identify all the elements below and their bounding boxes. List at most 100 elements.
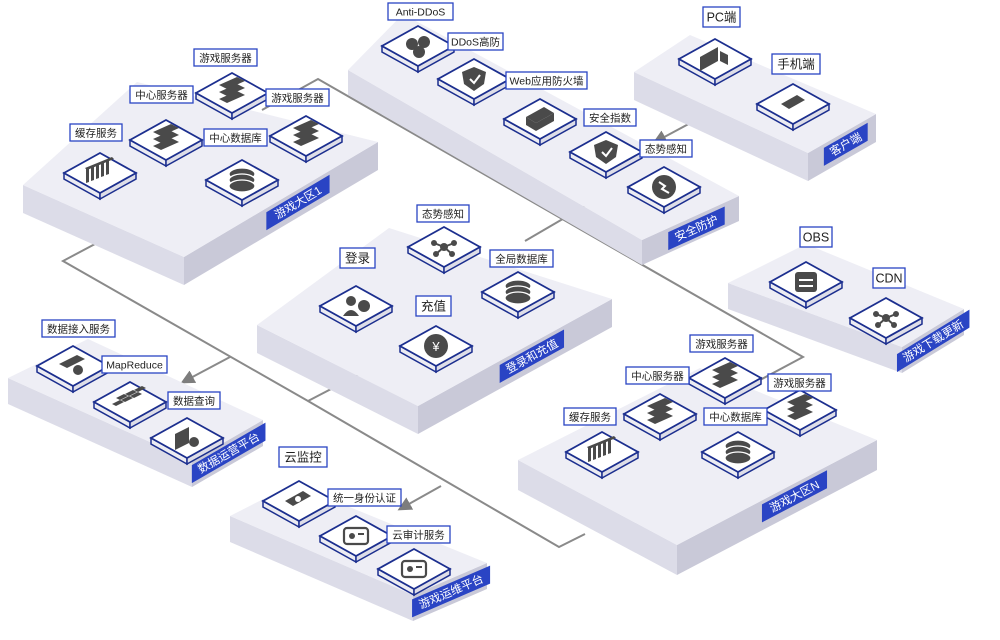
node-devops-iam[interactable]: 统一身份认证 <box>318 488 402 564</box>
node-label-box <box>203 128 268 147</box>
server-icon <box>219 77 245 103</box>
node-label-box <box>339 247 376 269</box>
node-label-box <box>69 123 123 142</box>
node-download-obs[interactable]: OBS <box>768 226 844 310</box>
node-label-box <box>416 204 470 223</box>
node-label: 安全指数 <box>589 111 631 124</box>
node-zone1-game-a[interactable]: 游戏服务器 <box>193 48 270 121</box>
node-label-box <box>799 226 833 248</box>
shield-cluster-icon <box>406 36 430 58</box>
node-label-box <box>639 139 693 158</box>
platform-title-tag <box>761 470 828 523</box>
node-label-box <box>167 391 221 410</box>
node-label: 态势感知 <box>645 142 687 155</box>
node-client-mobile[interactable]: 手机端 <box>755 53 831 132</box>
node-label: 态势感知 <box>422 207 464 220</box>
server-icon <box>647 398 673 424</box>
node-label: 数据接入服务 <box>47 322 110 335</box>
platform-side-left <box>728 283 902 373</box>
node-security-situation[interactable]: 态势感知 <box>626 139 702 215</box>
platform-top <box>257 228 612 406</box>
platform-side-left <box>348 70 642 265</box>
node-label-box <box>625 366 690 385</box>
node-label-box <box>327 488 402 507</box>
node-label: 缓存服务 <box>569 410 611 423</box>
node-data-ops-query[interactable]: 数据查询 <box>149 391 225 466</box>
node-label-box <box>387 2 454 21</box>
node-devops-audit[interactable]: 云审计服务 <box>376 525 452 597</box>
network-icon <box>873 311 899 328</box>
node-label: OBS <box>803 231 829 245</box>
bars-icon <box>85 157 114 183</box>
grid-icon <box>112 386 146 406</box>
shield-icon <box>462 67 486 91</box>
node-client-pc[interactable]: PC端 <box>677 6 753 87</box>
node-label: 数据查询 <box>173 394 215 407</box>
node-label-box <box>415 295 452 317</box>
node-zoneN-cache[interactable]: 缓存服务 <box>563 407 640 480</box>
server-icon <box>153 124 179 150</box>
svg-text:¥: ¥ <box>431 339 440 354</box>
radar-icon <box>652 175 676 199</box>
tiles-layer: 缓存服务中心服务器游戏服务器游戏服务器中心数据库Anti-DDoSDDoS高防W… <box>35 2 924 597</box>
node-label-box <box>505 71 588 90</box>
phone-icon <box>781 95 805 109</box>
node-download-cdn[interactable]: CDN <box>848 267 924 346</box>
node-label: PC端 <box>707 11 737 25</box>
node-label: Web应用防火墙 <box>510 74 584 87</box>
node-zoneN-center[interactable]: 中心服务器 <box>622 366 698 442</box>
node-label-box <box>767 373 832 392</box>
platform-side-left <box>23 185 184 285</box>
node-login-situation[interactable]: 态势感知 <box>406 204 482 275</box>
node-security-ddos-high[interactable]: DDoS高防 <box>436 32 512 107</box>
node-label: 中心数据库 <box>209 131 262 144</box>
node-label: Anti-DDoS <box>396 6 446 18</box>
bars-icon <box>587 436 616 462</box>
node-label-box <box>689 334 754 353</box>
id-card-icon <box>342 526 370 546</box>
platform-title-tag <box>499 329 565 383</box>
node-zoneN-game-a[interactable]: 游戏服务器 <box>687 334 763 406</box>
node-label-box <box>41 319 116 338</box>
node-security-safety-index[interactable]: 安全指数 <box>568 108 644 180</box>
node-label: 游戏服务器 <box>199 51 252 64</box>
node-label: 全局数据库 <box>495 252 548 265</box>
node-data-ops-ingest[interactable]: 数据接入服务 <box>35 319 116 394</box>
node-label: DDoS高防 <box>451 35 500 48</box>
tile-top <box>376 547 452 591</box>
node-zone1-game-b[interactable]: 游戏服务器 <box>265 88 344 164</box>
node-label: MapReduce <box>106 359 163 371</box>
node-label-box <box>265 88 330 107</box>
node-devops-monitor[interactable]: 云监控 <box>261 446 337 529</box>
tile-top <box>318 514 394 558</box>
database-icon <box>724 439 752 465</box>
node-label-box <box>771 53 821 75</box>
platform-title-tag <box>823 122 868 166</box>
node-label: CDN <box>875 272 902 286</box>
platform-side-left <box>257 325 418 434</box>
node-label-box <box>386 525 451 544</box>
platform-title-tag <box>896 309 970 373</box>
platform-zoneN: 游戏大区N <box>518 368 877 575</box>
node-login-global-db[interactable]: 全局数据库 <box>480 249 556 320</box>
node-security-waf[interactable]: Web应用防火墙 <box>502 71 588 147</box>
node-security-antiddos[interactable]: Anti-DDoS <box>380 2 456 74</box>
node-zoneN-db[interactable]: 中心数据库 <box>700 407 776 480</box>
platform-side-left <box>230 516 413 621</box>
link-login-to-devops <box>397 485 442 511</box>
node-zoneN-game-b[interactable]: 游戏服务器 <box>762 373 838 438</box>
node-label: 中心数据库 <box>709 410 762 423</box>
node-login-login[interactable]: 登录 <box>318 247 394 334</box>
node-label: 登录 <box>345 251 370 266</box>
database-icon <box>228 167 256 193</box>
node-zone1-db[interactable]: 中心数据库 <box>203 128 280 208</box>
node-label-box <box>872 267 906 289</box>
node-zone1-cache[interactable]: 缓存服务 <box>62 123 138 201</box>
node-data-ops-mapreduce[interactable]: MapReduce <box>92 355 168 430</box>
node-login-recharge[interactable]: ¥充值 <box>398 295 474 374</box>
node-zone1-center[interactable]: 中心服务器 <box>128 85 204 168</box>
platform-download: 游戏下载更新 <box>728 244 970 373</box>
node-label-box <box>193 48 258 67</box>
platform-title-tag <box>412 565 491 618</box>
node-label-box <box>489 249 554 268</box>
